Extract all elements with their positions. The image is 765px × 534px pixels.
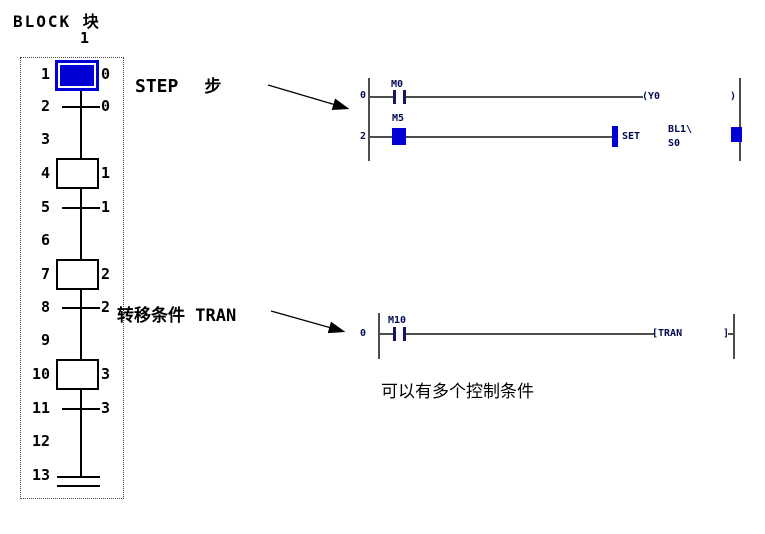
ladder-cursor-contact[interactable] (392, 128, 406, 145)
sfc-row-number: 4 (40, 164, 50, 182)
contact-device-label[interactable]: M0 (391, 79, 404, 90)
step-arrow (267, 84, 350, 111)
sfc-row-number: 6 (40, 231, 50, 249)
ladder-left-rail (368, 78, 370, 161)
tran-instruction-label[interactable]: [TRAN (652, 328, 683, 339)
rung-line (370, 136, 613, 138)
contact-device-label[interactable]: M10 (388, 315, 407, 326)
sfc-step-number: 2 (101, 265, 111, 283)
sfc-step-3[interactable] (56, 359, 99, 390)
sfc-transition-1[interactable] (62, 207, 100, 209)
sfc-step-number: 0 (101, 65, 111, 83)
ladder-step-row2-number: 2 (360, 131, 367, 142)
sfc-transition-0[interactable] (62, 106, 100, 108)
sfc-row-number: 11 (31, 399, 50, 417)
contact-device-label[interactable]: M5 (392, 113, 405, 124)
coil-symbol[interactable]: (Y0 (642, 91, 661, 102)
sfc-row-number: 9 (40, 331, 50, 349)
sfc-chart-frame (20, 57, 124, 499)
transition-annotation: 转移条件 TRAN (117, 306, 237, 326)
operand-label-line2: S0 (668, 138, 681, 149)
sfc-transition-2[interactable] (62, 307, 100, 309)
sfc-row-number: 13 (31, 466, 50, 484)
ladder-left-rail (378, 313, 380, 359)
coil-close-symbol: ) (730, 91, 737, 102)
block-title: BLOCK 块 (13, 12, 101, 31)
sfc-step-cursor-highlight (58, 63, 96, 88)
tran-instruction-close: ] (723, 328, 730, 339)
sfc-column-number: 1 (80, 29, 90, 47)
instruction-end-highlight (731, 127, 742, 142)
sfc-end-marker-line (57, 476, 100, 478)
sfc-step-0-selected[interactable] (55, 60, 99, 91)
sfc-row-number: 5 (40, 198, 50, 216)
sfc-row-number: 1 (40, 65, 50, 83)
sfc-row-number: 8 (40, 298, 50, 316)
sfc-row-number: 7 (40, 265, 50, 283)
contact-gap (396, 94, 403, 100)
ladder-step-row1-number: 0 (360, 90, 367, 101)
contact-bar (403, 90, 406, 104)
sfc-end-marker-line (57, 485, 100, 487)
rung-line (728, 333, 734, 335)
sfc-step-number: 3 (101, 365, 111, 383)
set-instruction-label[interactable]: SET (622, 131, 641, 142)
sfc-transition-number: 2 (101, 298, 111, 316)
ladder-tran-row-number: 0 (360, 328, 367, 339)
contact-bar (393, 90, 396, 104)
step-annotation: STEP 步 (135, 72, 221, 97)
ladder-right-rail (733, 314, 735, 359)
sfc-row-number: 12 (31, 432, 50, 450)
sfc-step-number: 1 (101, 164, 111, 182)
step-annotation-cn: 步 (204, 77, 222, 97)
sfc-step-2[interactable] (56, 259, 99, 290)
sfc-transition-number: 3 (101, 399, 111, 417)
operand-label-line1: BL1\ (668, 124, 693, 135)
sfc-transition-number: 1 (101, 198, 111, 216)
instruction-bracket-highlight (612, 126, 618, 147)
multi-condition-note: 可以有多个控制条件 (381, 382, 534, 402)
sfc-transition-3[interactable] (62, 408, 100, 410)
sfc-row-number: 2 (40, 97, 50, 115)
step-annotation-en: STEP (135, 76, 179, 97)
sfc-transition-number: 0 (101, 97, 111, 115)
sfc-row-number: 3 (40, 130, 50, 148)
rung-line (370, 96, 643, 98)
rung-line (380, 333, 654, 335)
ladder-right-rail (739, 78, 741, 161)
contact-bar (393, 327, 396, 341)
contact-gap (396, 331, 403, 337)
sfc-step-1[interactable] (56, 158, 99, 189)
tran-arrow (270, 310, 346, 334)
contact-bar (403, 327, 406, 341)
sfc-row-number: 10 (31, 365, 50, 383)
